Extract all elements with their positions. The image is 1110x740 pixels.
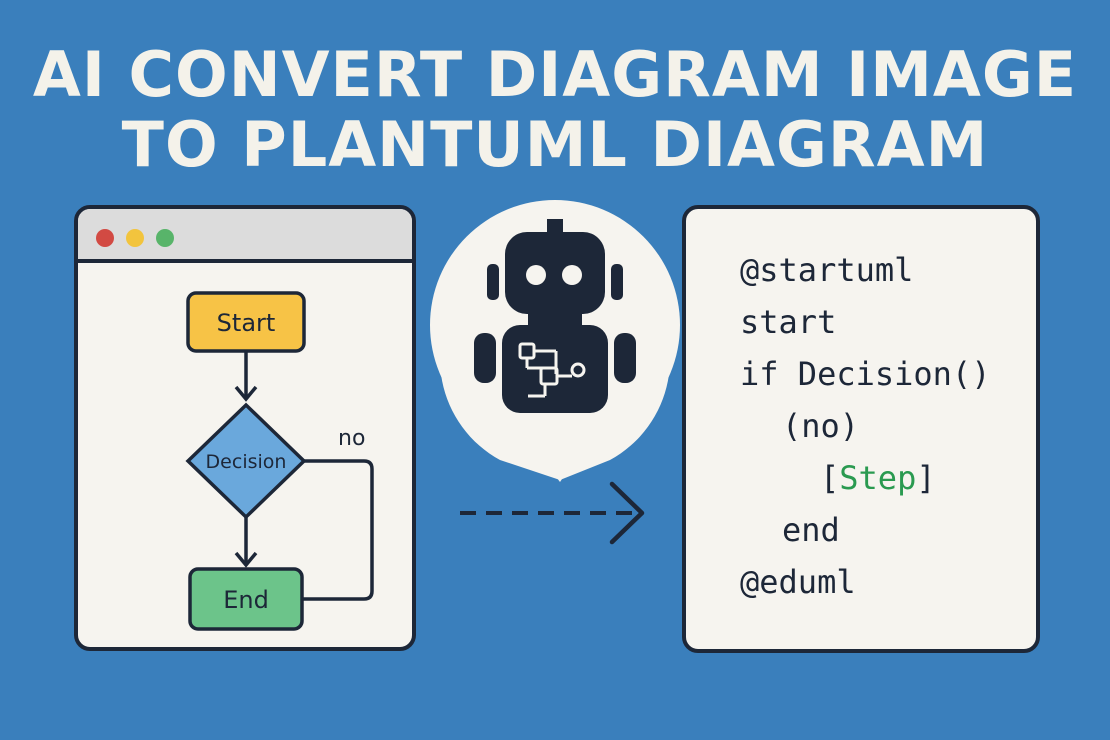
decision-label: Decision <box>206 451 287 473</box>
code-line-6: end <box>782 511 840 549</box>
conversion-arrow-head <box>609 481 645 545</box>
code-bracket-open: [ <box>820 459 840 497</box>
title-line-2: TO PLANTUML DIAGRAM <box>121 108 989 181</box>
browser-window: Start Decision End no <box>74 205 416 651</box>
flowchart: Start Decision End no <box>185 291 374 631</box>
code-step-keyword: Step <box>839 459 917 497</box>
browser-title-bar <box>78 209 412 263</box>
close-dot-icon <box>96 229 114 247</box>
code-line-2: start <box>740 303 837 341</box>
no-label: no <box>338 426 365 451</box>
code-bracket-close: ] <box>916 459 936 497</box>
code-line-5: [Step] <box>820 459 936 497</box>
minimize-dot-icon <box>126 229 144 247</box>
code-line-1: @startuml <box>740 251 914 289</box>
code-line-3: if Decision() <box>740 355 991 393</box>
start-label: Start <box>217 309 276 337</box>
end-label: End <box>223 586 269 614</box>
plantuml-code-panel: @startuml start if Decision() (no) [Step… <box>682 205 1040 653</box>
maximize-dot-icon <box>156 229 174 247</box>
flowchart-circuit-icon <box>518 342 586 398</box>
no-branch-path <box>302 459 374 601</box>
code-line-7: @eduml <box>740 563 856 601</box>
title-line-1: AI CONVERT DIAGRAM IMAGE <box>32 38 1078 111</box>
robot-icon <box>474 219 636 413</box>
code-line-4: (no) <box>782 407 860 445</box>
